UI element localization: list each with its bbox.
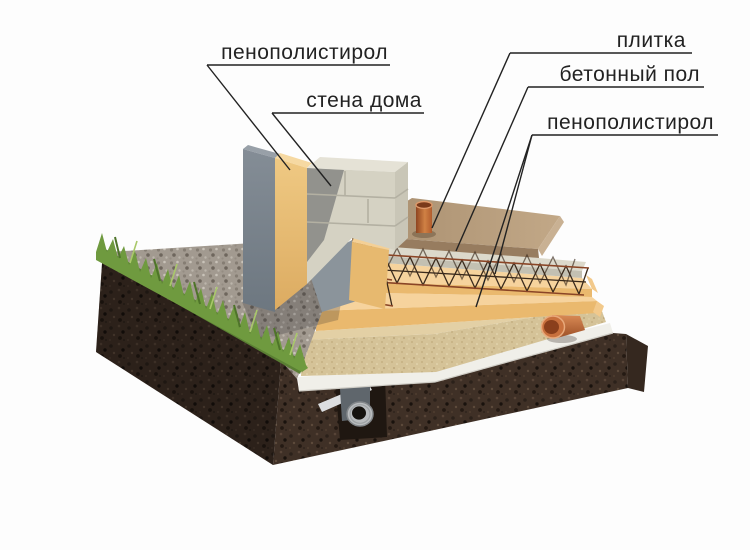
leader-insulation-right-2 [475, 134, 533, 308]
label-concrete-floor: бетонный пол [559, 63, 700, 86]
drainage-pipe-hole [352, 406, 366, 420]
drainage-pipe-rib [349, 404, 371, 424]
wall-blocks-right [395, 162, 408, 250]
callout-insulation-left: пенополистирол [206, 41, 390, 171]
foam-step-face [332, 281, 592, 297]
label-tile: плитка [617, 29, 686, 52]
foam-wide-end [593, 301, 604, 317]
wall-foundation-wedge [307, 240, 360, 312]
mortar-joints [306, 171, 409, 227]
leader-concrete-floor [455, 86, 529, 252]
label-insulation-right: пенополистирол [547, 111, 714, 134]
callout-insulation-right: пенополистирол [475, 111, 718, 308]
footing-strip-edge [298, 332, 614, 392]
callout-house-wall: стена дома [271, 89, 424, 187]
foam-wide-top [316, 292, 597, 311]
soil-right-face [626, 334, 648, 392]
wall-blocks-shadow [307, 168, 344, 262]
house-wall [243, 145, 409, 312]
facade-panel-top [243, 145, 280, 158]
base-foam-board-top [352, 238, 391, 250]
label-insulation-left: пенополистирол [221, 41, 388, 64]
grass [96, 233, 308, 374]
sewer-pipe-vertical [412, 200, 436, 238]
leader-insulation-left [206, 64, 291, 171]
wall-foam-top [275, 153, 312, 168]
sewer-pipe-horizontal [540, 315, 585, 343]
leader-insulation-right-1 [494, 134, 533, 275]
wall-foam-face [275, 158, 307, 310]
sand-top-surface [303, 306, 600, 340]
label-house-wall: стена дома [306, 89, 422, 112]
soil-left-face [96, 249, 281, 465]
facade-panel-face [243, 149, 275, 312]
footing-strip [298, 323, 613, 391]
leader-tile [431, 52, 511, 229]
tile-slab-right [538, 216, 564, 256]
foam-step-end [586, 275, 598, 293]
base-foam-board [349, 242, 389, 309]
sand-front-face [301, 306, 606, 376]
soil-left-face-shade [96, 249, 281, 465]
leader-house-wall [271, 112, 332, 187]
callout-concrete-floor: бетонный пол [455, 63, 704, 252]
foam-wide-face [316, 301, 597, 331]
wall-blocks-top [307, 157, 408, 172]
callout-tile: плитка [431, 29, 692, 229]
concrete-floor-face [345, 253, 582, 278]
